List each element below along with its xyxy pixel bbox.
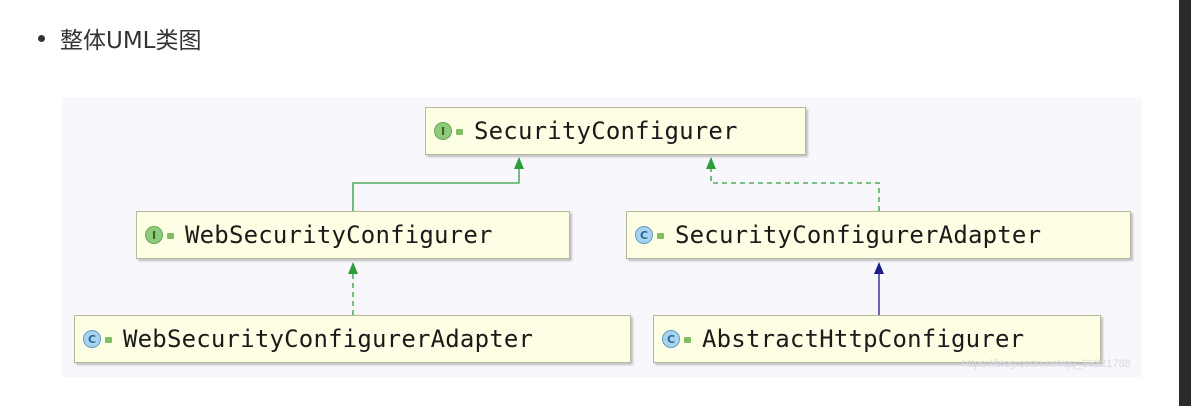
scrollbar[interactable] [1179,0,1191,406]
public-visibility-icon [166,231,175,240]
section-heading: 整体UML类图 [60,28,202,54]
edge-websecurityconfigurer-to-securityconfigurer [352,157,524,211]
interface-icon: I [434,122,452,140]
interface-icon: I [145,226,163,244]
uml-node-websecurityconfigureradapter[interactable]: C WebSecurityConfigurerAdapter [74,315,631,363]
bullet-list-item: 整体UML类图 [38,22,202,54]
edge-securityconfigureradapter-to-securityconfigurer [706,157,880,211]
bullet-icon [38,34,45,42]
edges-layer [348,157,884,315]
public-visibility-icon [683,335,692,344]
node-name: SecurityConfigurerAdapter [675,221,1042,249]
class-icon: C [662,330,680,348]
class-icon: C [635,226,653,244]
watermark: https://blog.csdn.net/qq_36221788 [962,358,1131,370]
public-visibility-icon [455,127,464,136]
uml-node-websecurityconfigurer[interactable]: I WebSecurityConfigurer [136,211,570,259]
edge-websecurityconfigureradapter-to-websecurityconfigurer [348,262,358,315]
node-name: WebSecurityConfigurer [185,221,493,249]
public-visibility-icon [104,335,113,344]
uml-node-securityconfigurer[interactable]: I SecurityConfigurer [425,107,806,155]
uml-class-diagram: I SecurityConfigurer I WebSecurityConfig… [62,97,1142,377]
node-name: SecurityConfigurer [474,117,738,145]
uml-node-abstracthttpconfigurer[interactable]: C AbstractHttpConfigurer [653,315,1101,363]
class-icon: C [83,330,101,348]
node-name: AbstractHttpConfigurer [702,325,1025,353]
edge-abstracthttpconfigurer-to-securityconfigureradapter [874,262,884,315]
public-visibility-icon [656,231,665,240]
uml-node-securityconfigureradapter[interactable]: C SecurityConfigurerAdapter [626,211,1131,259]
node-name: WebSecurityConfigurerAdapter [123,325,534,353]
